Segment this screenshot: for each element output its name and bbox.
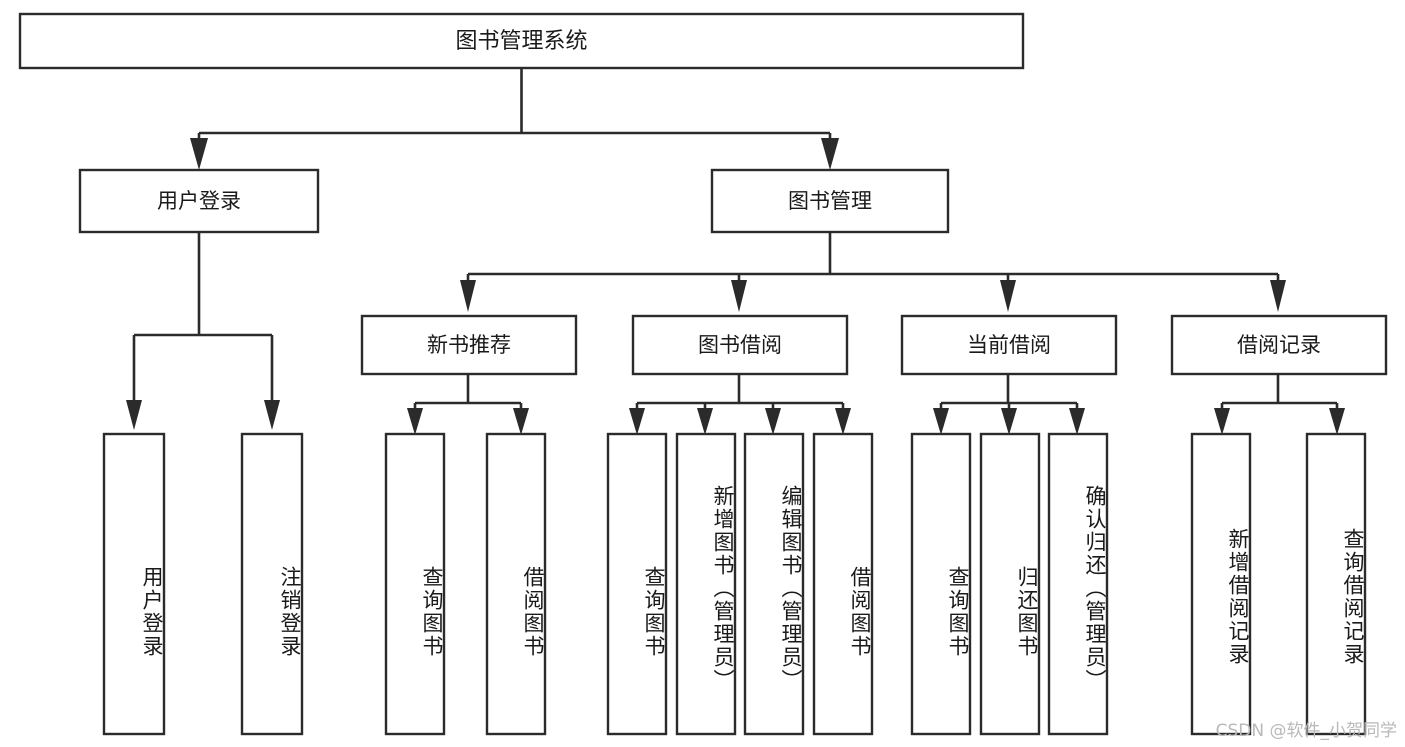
node-record-label: 借阅记录 — [1237, 333, 1321, 357]
arrowhead-leaf-10 — [1001, 408, 1017, 435]
arrowhead-leaf-8 — [835, 408, 851, 435]
arrowhead-leaf-6 — [697, 408, 713, 435]
node-book-mgmt-label: 图书管理 — [788, 189, 872, 213]
arrowhead-record — [1270, 280, 1286, 312]
leaf-box-return-book[interactable] — [979, 432, 1041, 736]
leaf-box-query-record[interactable] — [1305, 432, 1367, 736]
node-record-box[interactable] — [1170, 314, 1388, 376]
connector-layer — [132, 68, 1339, 408]
leaf-box-add-record[interactable] — [1190, 432, 1252, 736]
node-user-login-box[interactable] — [78, 168, 320, 234]
node-user-login-label: 用户登录 — [157, 189, 241, 213]
leaf-box-logout[interactable] — [240, 432, 304, 736]
arrowhead-leaf-4 — [513, 408, 529, 435]
node-book-mgmt-box[interactable] — [710, 168, 950, 234]
node-borrow-label: 图书借阅 — [698, 333, 782, 357]
leaf-box-user-login[interactable] — [102, 432, 166, 736]
leaf-box-query-book-2[interactable] — [606, 432, 668, 736]
leaf-box-edit-book[interactable] — [743, 432, 805, 736]
arrowhead-leaf-9 — [933, 408, 949, 435]
node-current-box[interactable] — [900, 314, 1118, 376]
arrowhead-leaf-1 — [126, 400, 142, 430]
node-root-box[interactable] — [18, 12, 1025, 70]
node-current-label: 当前借阅 — [967, 333, 1051, 357]
arrowhead-current — [1000, 280, 1016, 312]
arrowhead-book-mgmt — [821, 138, 839, 170]
arrowhead-borrow — [731, 280, 747, 312]
node-layer: 图书管理系统 用户登录 图书管理 新书推荐 图书借阅 当前借阅 借阅记录 — [18, 12, 1388, 736]
leaf-box-add-book[interactable] — [675, 432, 737, 736]
arrowhead-new-book — [460, 280, 476, 312]
leaf-box-query-book-1[interactable] — [384, 432, 446, 736]
arrowhead-layer — [126, 138, 1345, 435]
arrowhead-leaf-13 — [1329, 408, 1345, 435]
node-new-book-label: 新书推荐 — [427, 333, 511, 357]
node-new-book-box[interactable] — [360, 314, 578, 376]
node-borrow-box[interactable] — [631, 314, 849, 376]
arrowhead-leaf-3 — [407, 408, 423, 435]
leaf-box-borrow-book-1[interactable] — [485, 432, 547, 736]
leaf-box-borrow-book-2[interactable] — [812, 432, 874, 736]
node-root-label: 图书管理系统 — [455, 29, 587, 54]
leaf-box-confirm-return[interactable] — [1047, 432, 1109, 736]
leaf-box-query-book-3[interactable] — [910, 432, 972, 736]
arrowhead-leaf-5 — [629, 408, 645, 435]
arrowhead-leaf-12 — [1214, 408, 1230, 435]
arrowhead-user-login — [190, 138, 208, 170]
arrowhead-leaf-7 — [765, 408, 781, 435]
arrowhead-leaf-2 — [264, 400, 280, 430]
csdn-watermark: CSDN @软件_小贺同学 — [1215, 721, 1397, 741]
arrowhead-leaf-11 — [1069, 408, 1085, 435]
